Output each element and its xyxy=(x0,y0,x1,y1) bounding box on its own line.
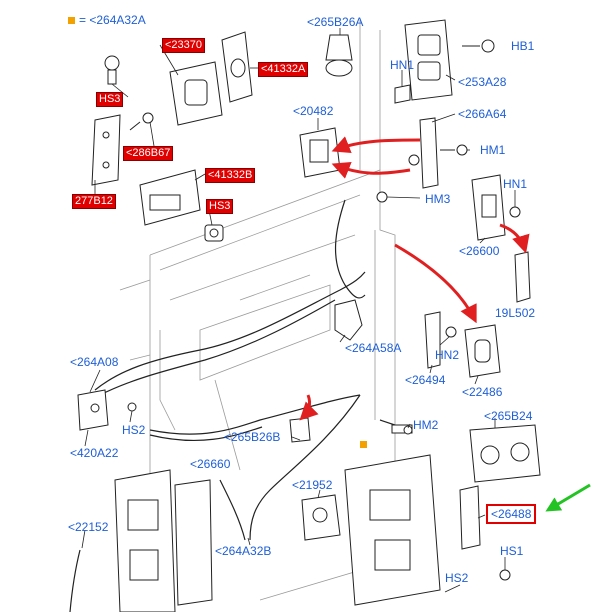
callout-22486[interactable]: <22486 xyxy=(462,385,503,399)
callout-265b26b[interactable]: <265B26B xyxy=(224,430,281,444)
bracket-26494 xyxy=(424,311,441,369)
latch-266a64 xyxy=(419,117,439,189)
callout-26494[interactable]: <26494 xyxy=(405,373,446,387)
screw-hs2-left xyxy=(127,402,137,412)
callout-hm2[interactable]: HM2 xyxy=(413,418,439,432)
latch-assembly xyxy=(344,454,441,606)
callout-26488-highlighted[interactable]: <26488 xyxy=(486,504,537,524)
callout-marker-21952 xyxy=(360,441,367,448)
callout-hm1[interactable]: HM1 xyxy=(480,143,506,157)
bolt-hs3-bottom xyxy=(204,224,224,242)
bolt-hm2 xyxy=(391,424,413,435)
callout-26660[interactable]: <26660 xyxy=(190,457,231,471)
callout-hb1[interactable]: HB1 xyxy=(511,39,535,53)
callout-hs2-bottom[interactable]: HS2 xyxy=(445,571,469,585)
callout-420a22[interactable]: <420A22 xyxy=(70,446,119,460)
clip-265b26b xyxy=(289,417,311,443)
callout-277b12[interactable]: 277B12 xyxy=(72,194,116,209)
callout-hs3-top[interactable]: HS3 xyxy=(96,92,124,107)
rod-26488 xyxy=(459,485,481,550)
callout-41332a[interactable]: <41332A xyxy=(258,62,309,77)
callout-20482[interactable]: <20482 xyxy=(293,104,334,118)
screw-hs1 xyxy=(499,569,511,581)
callout-hn1-right[interactable]: HN1 xyxy=(503,177,528,191)
red-arrows xyxy=(299,136,530,421)
bolt-hb1 xyxy=(462,39,495,53)
bracket-277b12 xyxy=(91,114,121,186)
callout-hs2-left[interactable]: HS2 xyxy=(122,423,146,437)
actuator-21952 xyxy=(301,494,341,541)
clip-265b26a xyxy=(325,34,353,77)
callout-hs1[interactable]: HS1 xyxy=(500,544,524,558)
legend-marker xyxy=(68,17,75,24)
cable-end-264a58a xyxy=(334,299,363,341)
legend-label: = <264A32A xyxy=(79,13,146,27)
callout-41332b[interactable]: <41332B xyxy=(205,168,256,183)
callout-264a58a[interactable]: <264A58A xyxy=(345,341,402,355)
nut-hn1-top xyxy=(394,84,411,104)
callout-266a64[interactable]: <266A64 xyxy=(458,107,507,121)
screw-286b67 xyxy=(129,112,154,131)
callout-265b26a[interactable]: <265B26A xyxy=(307,15,364,29)
callout-hm3[interactable]: HM3 xyxy=(425,192,451,206)
leader-lines xyxy=(81,28,516,593)
callout-19l502[interactable]: 19L502 xyxy=(495,306,536,320)
cable-runs xyxy=(69,199,411,612)
callout-hn2[interactable]: HN2 xyxy=(435,348,460,362)
bracket-19l502 xyxy=(514,251,531,303)
callout-23370[interactable]: <23370 xyxy=(162,38,206,53)
nut-hn1-right xyxy=(509,206,521,218)
bolt-hm1 xyxy=(440,144,468,156)
nut-hn2 xyxy=(445,326,457,338)
callout-hs3-bottom[interactable]: HS3 xyxy=(206,199,234,214)
green-pointer-arrow xyxy=(545,483,591,512)
callout-hn1-top[interactable]: HN1 xyxy=(390,58,415,72)
callout-21952[interactable]: <21952 xyxy=(292,478,333,492)
lock-assembly-mid xyxy=(174,479,213,606)
clip-265b24 xyxy=(469,424,541,483)
lock-assembly-left xyxy=(114,469,176,612)
bolt-hs3-top xyxy=(104,55,120,85)
callout-26600[interactable]: <26600 xyxy=(459,244,500,258)
callout-253a28[interactable]: <253A28 xyxy=(458,75,507,89)
callout-286b67[interactable]: <286B67 xyxy=(123,146,174,161)
callout-22152[interactable]: <22152 xyxy=(68,520,109,534)
callout-264a32b[interactable]: <264A32B xyxy=(215,544,272,558)
part-sketches xyxy=(77,19,541,612)
callout-265b24[interactable]: <265B24 xyxy=(484,409,533,423)
callout-264a08[interactable]: <264A08 xyxy=(70,355,119,369)
screw-hm3 xyxy=(376,191,388,203)
